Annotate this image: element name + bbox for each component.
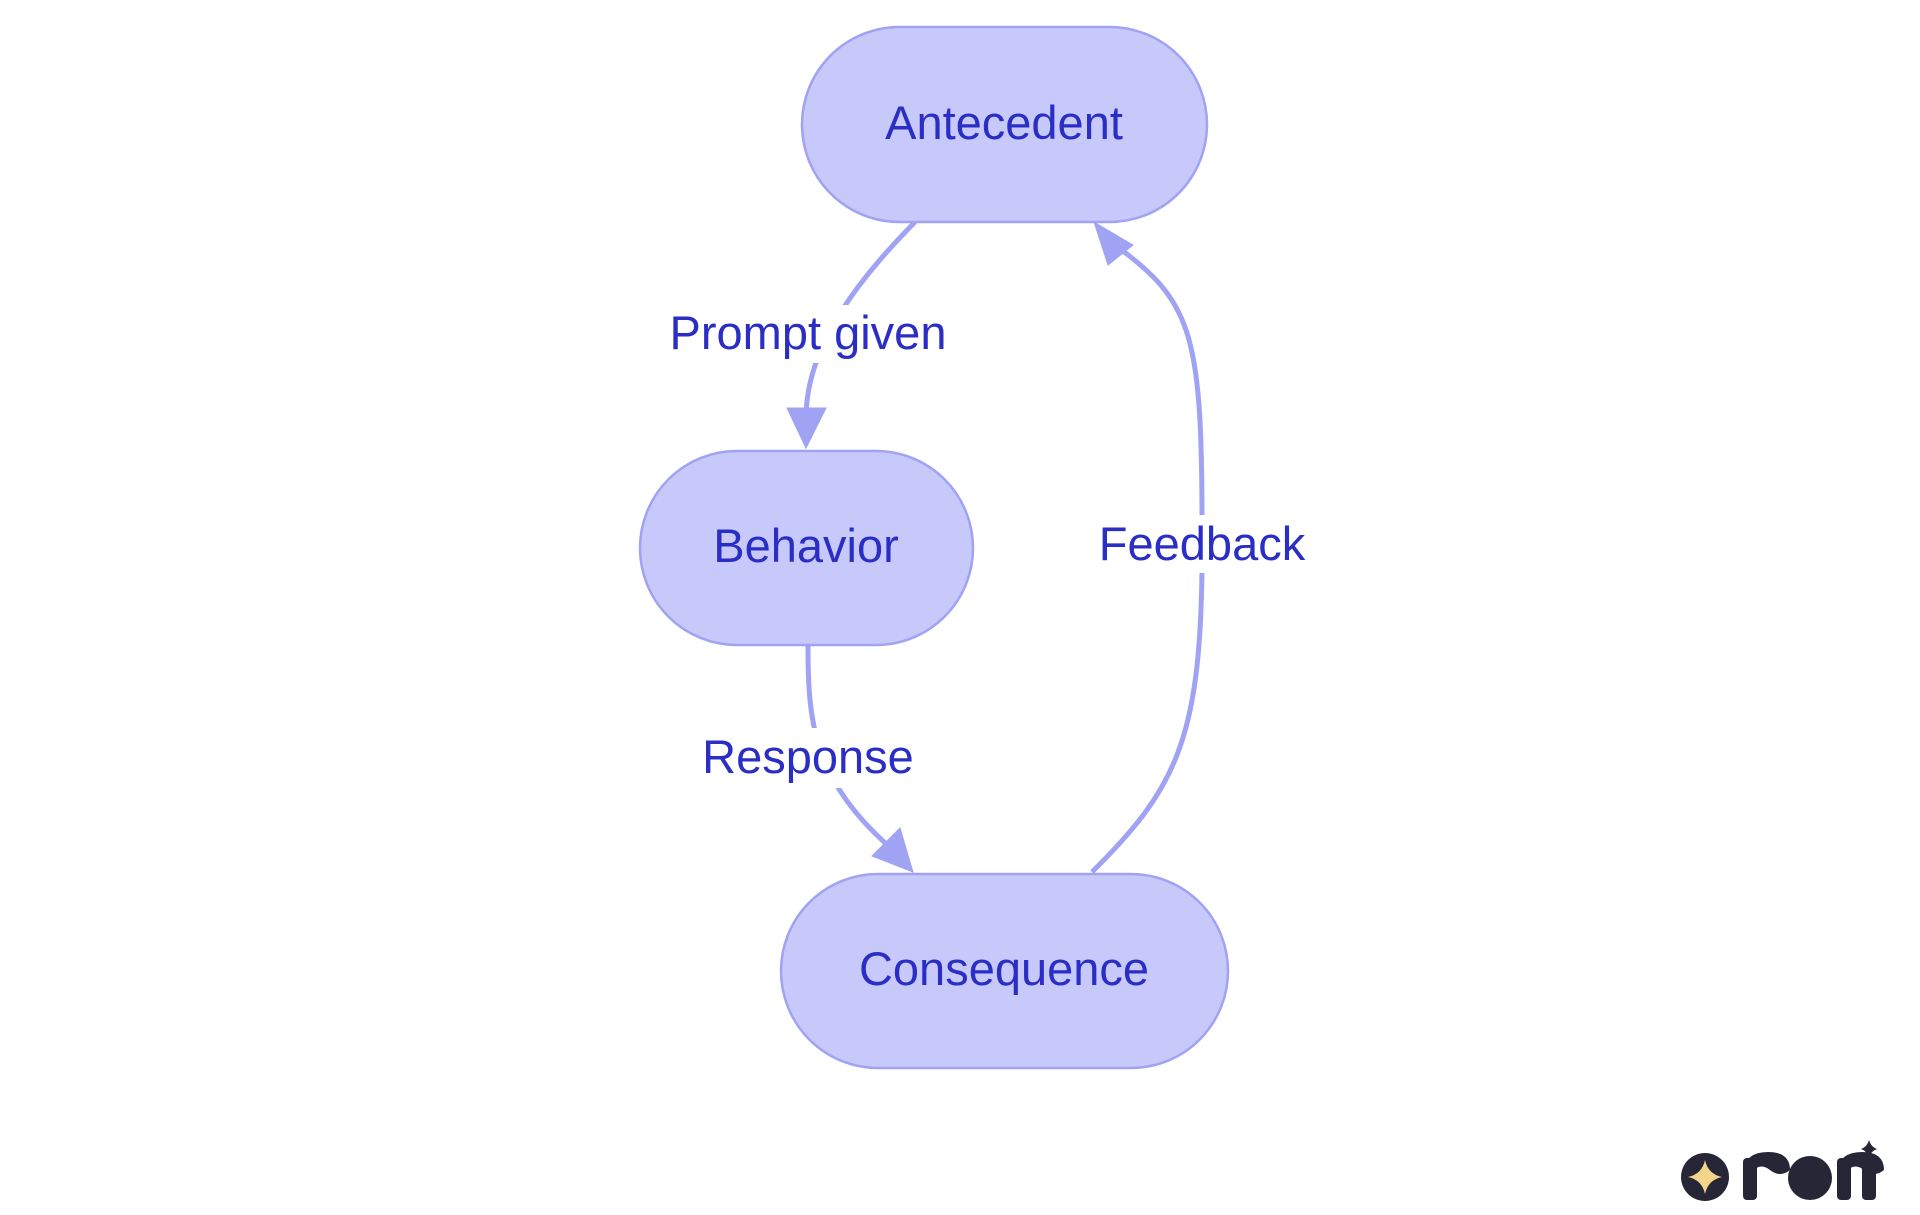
rori-wordmark-icon	[1743, 1140, 1884, 1200]
arrow-head-consequence	[871, 827, 914, 873]
node-behavior-label: Behavior	[713, 519, 899, 572]
node-behavior: Behavior	[638, 449, 975, 647]
node-antecedent-label: Antecedent	[885, 96, 1123, 149]
edge-label-feedback: Feedback	[1099, 517, 1306, 570]
node-antecedent: Antecedent	[800, 25, 1209, 224]
sparkle-circle-icon	[1681, 1153, 1729, 1201]
node-consequence-label: Consequence	[859, 942, 1149, 995]
rori-logo	[1681, 1140, 1884, 1201]
node-consequence-shape	[779, 872, 1230, 1070]
arrow-head-behavior	[786, 407, 827, 450]
edge-label-bg-feedback	[1092, 515, 1312, 573]
edge-label-response: Response	[702, 730, 914, 783]
node-behavior-shape	[638, 449, 975, 647]
edge-label-bg-response	[695, 728, 917, 788]
node-consequence: Consequence	[779, 872, 1230, 1070]
edge-labels: Prompt given Response Feedback	[660, 305, 1312, 788]
arrow-head-antecedent	[1093, 220, 1134, 266]
edge-label-bg-prompt	[660, 305, 955, 363]
edge-label-prompt-given: Prompt given	[670, 306, 947, 359]
node-antecedent-shape	[800, 25, 1209, 224]
